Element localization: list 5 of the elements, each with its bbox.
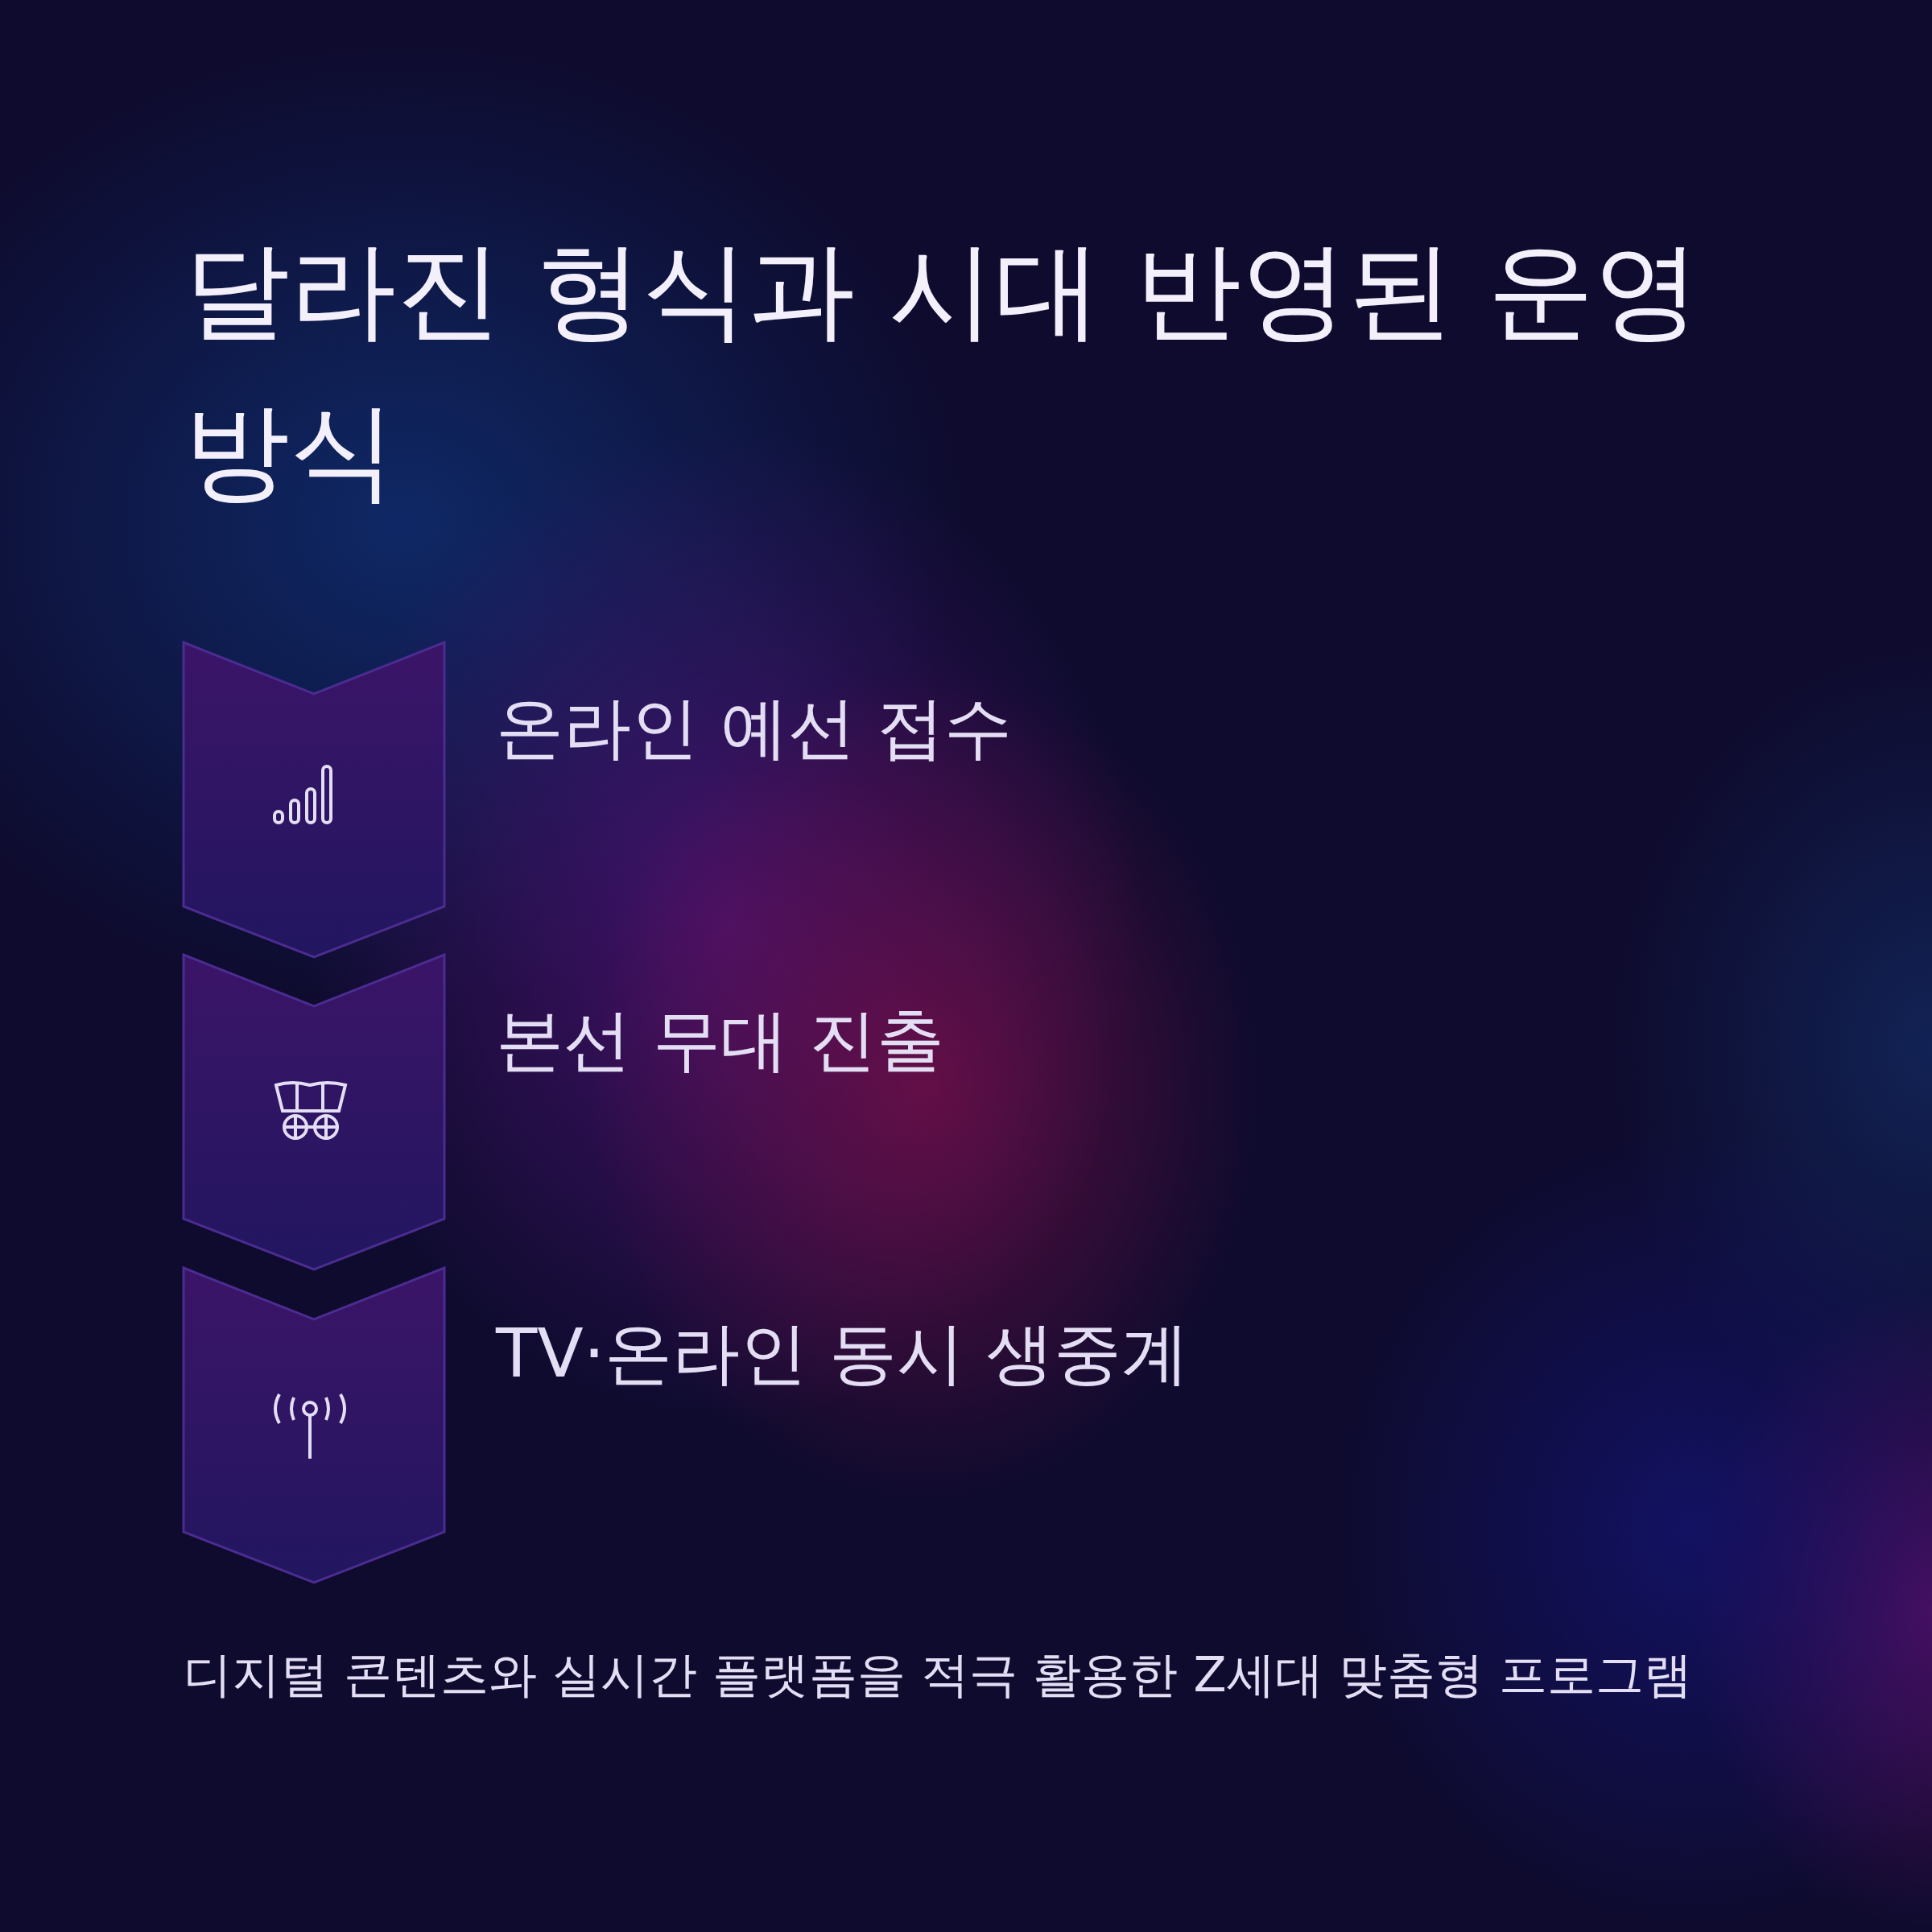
caption: 디지털 콘텐츠와 실시간 플랫폼을 적극 활용한 Z세대 맞춤형 프로그램 (184, 1645, 1692, 1704)
step-label: 본선 무대 진출 (496, 1000, 945, 1080)
title: 달라진 형식과 시대 반영된 운영 방식 (184, 227, 1701, 514)
step-label: TV·온라인 동시 생중계 (496, 1313, 1189, 1393)
step-label: 온라인 예선 접수 (496, 687, 1013, 768)
